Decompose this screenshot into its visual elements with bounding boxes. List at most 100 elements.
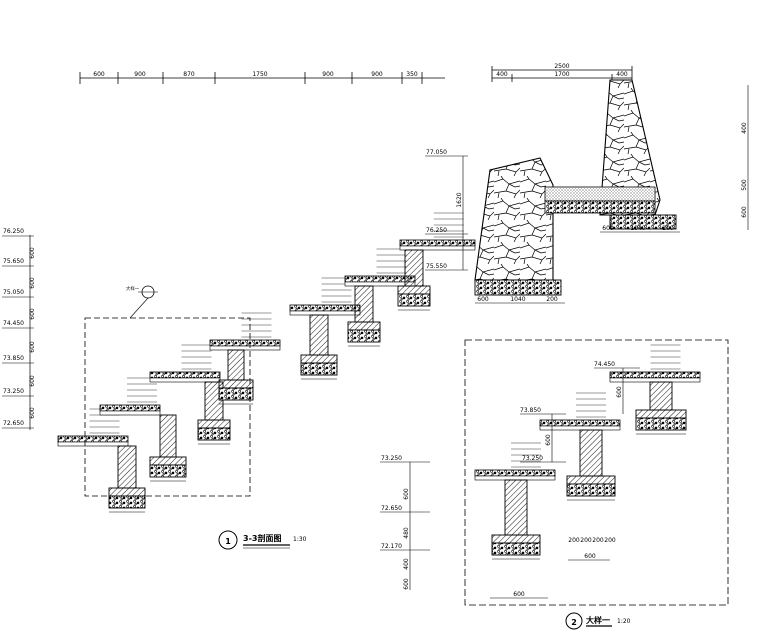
gravel-base (347, 329, 381, 343)
detail-title: 2 大样一 1:20 (565, 612, 631, 630)
svg-text:600: 600 (29, 308, 36, 320)
gravel-base (197, 427, 231, 441)
gravel-base (300, 362, 338, 376)
svg-text:200: 200 (592, 537, 604, 544)
svg-text:200: 200 (546, 296, 558, 303)
svg-text:73.250: 73.250 (381, 455, 402, 462)
top-dimension-chain: 600 900 870 1750 900 900 350 (79, 71, 445, 84)
detail-number: 2 (571, 618, 577, 627)
svg-text:600: 600 (403, 578, 410, 590)
concrete-stem (309, 314, 329, 356)
concrete-stem (354, 285, 374, 323)
gravel-base (108, 495, 146, 509)
section-title-text: 3-3剖面图 (243, 533, 281, 543)
level-mark: 74.450 (2, 320, 34, 329)
tread-mortar (609, 377, 701, 383)
stair-steps (57, 212, 476, 513)
tread-mortar (344, 281, 416, 287)
wall-total-dim: 2500 (554, 63, 569, 70)
gravel-base (635, 417, 687, 431)
concrete-footing (566, 475, 616, 485)
tread-mortar (99, 410, 161, 416)
svg-text:600: 600 (29, 341, 36, 353)
top-dim-6: 900 (371, 71, 383, 78)
detail-levels: 74.450 73.850 73.250 73.250 72.650 72.17… (380, 361, 640, 599)
level-mark: 75.050 (2, 289, 34, 298)
tread-paving (289, 304, 361, 312)
wall-dim-3: 400 (616, 71, 628, 78)
svg-text:200: 200 (604, 537, 616, 544)
level-mark: 73.250 (2, 388, 34, 397)
concrete-stem (117, 445, 137, 489)
svg-text:1620: 1620 (456, 192, 463, 207)
level-77050: 77.050 (426, 149, 447, 156)
top-dim-1: 600 (93, 71, 105, 78)
svg-text:1040: 1040 (510, 296, 525, 303)
svg-text:600: 600 (616, 386, 623, 398)
concrete-footing (397, 285, 431, 295)
svg-text:72.650: 72.650 (381, 505, 402, 512)
svg-text:600: 600 (29, 375, 36, 387)
concrete-footing (149, 456, 187, 466)
concrete-footing (347, 321, 381, 331)
svg-text:73.850: 73.850 (520, 407, 541, 414)
wall-dim-2: 1700 (554, 71, 569, 78)
concrete-stem (404, 249, 424, 287)
level-mark: 73.850 (2, 355, 34, 364)
concrete-footing (108, 487, 146, 497)
svg-text:600: 600 (403, 488, 410, 500)
gravel-base (566, 483, 616, 497)
tread-paving (149, 371, 221, 379)
concrete-footing (300, 354, 338, 364)
svg-text:400: 400 (403, 558, 410, 570)
svg-text:1040: 1040 (630, 225, 645, 232)
section-scale: 1:30 (293, 536, 307, 543)
concrete-footing (491, 534, 541, 544)
level-mark: 72.650 (2, 420, 34, 429)
concrete-stem (504, 479, 528, 536)
svg-text:600: 600 (29, 277, 36, 289)
gravel-base (149, 464, 187, 478)
concrete-footing (635, 409, 687, 419)
svg-text:72.650: 72.650 (3, 420, 24, 427)
detail-title-text: 大样一 (586, 615, 610, 625)
tread-mortar (209, 345, 281, 351)
wall-dim-1: 400 (496, 71, 508, 78)
retaining-wall: 77.050 76.250 75.550 1620 400 500 600 60… (425, 79, 749, 304)
svg-text:73.850: 73.850 (3, 355, 24, 362)
top-dim-3: 870 (183, 71, 195, 78)
concrete-footing (218, 379, 254, 389)
svg-text:600: 600 (29, 407, 36, 419)
concrete-stem (649, 381, 673, 411)
tread-mortar (474, 475, 556, 481)
svg-text:75.050: 75.050 (3, 289, 24, 296)
section-title: 1 3-3剖面图 1:30 (218, 530, 307, 550)
tread-paving (609, 371, 701, 379)
concrete-stem (227, 349, 245, 381)
tread-paving (474, 469, 556, 477)
svg-text:200: 200 (580, 537, 592, 544)
tread-paving (399, 239, 476, 247)
top-dim-5: 900 (322, 71, 334, 78)
top-dim-2: 900 (134, 71, 146, 78)
concrete-footing (197, 419, 231, 429)
tread-mortar (57, 441, 129, 447)
svg-text:200: 200 (662, 225, 674, 232)
svg-text:74.450: 74.450 (594, 361, 615, 368)
svg-text:600: 600 (545, 434, 552, 446)
tread-mortar (289, 310, 361, 316)
svg-text:72.170: 72.170 (381, 543, 402, 550)
svg-text:600: 600 (29, 247, 36, 259)
wall-top-dimension: 2500 400 1700 400 (491, 63, 633, 82)
concrete-stem (159, 414, 177, 458)
svg-text:600: 600 (584, 553, 596, 560)
svg-text:500: 500 (741, 179, 748, 191)
gravel-base (218, 387, 254, 401)
level-75550: 75.550 (426, 263, 447, 270)
detail-steps (474, 344, 701, 560)
tread-paving (344, 275, 416, 283)
svg-text:480: 480 (403, 527, 410, 539)
svg-text:200: 200 (568, 537, 580, 544)
